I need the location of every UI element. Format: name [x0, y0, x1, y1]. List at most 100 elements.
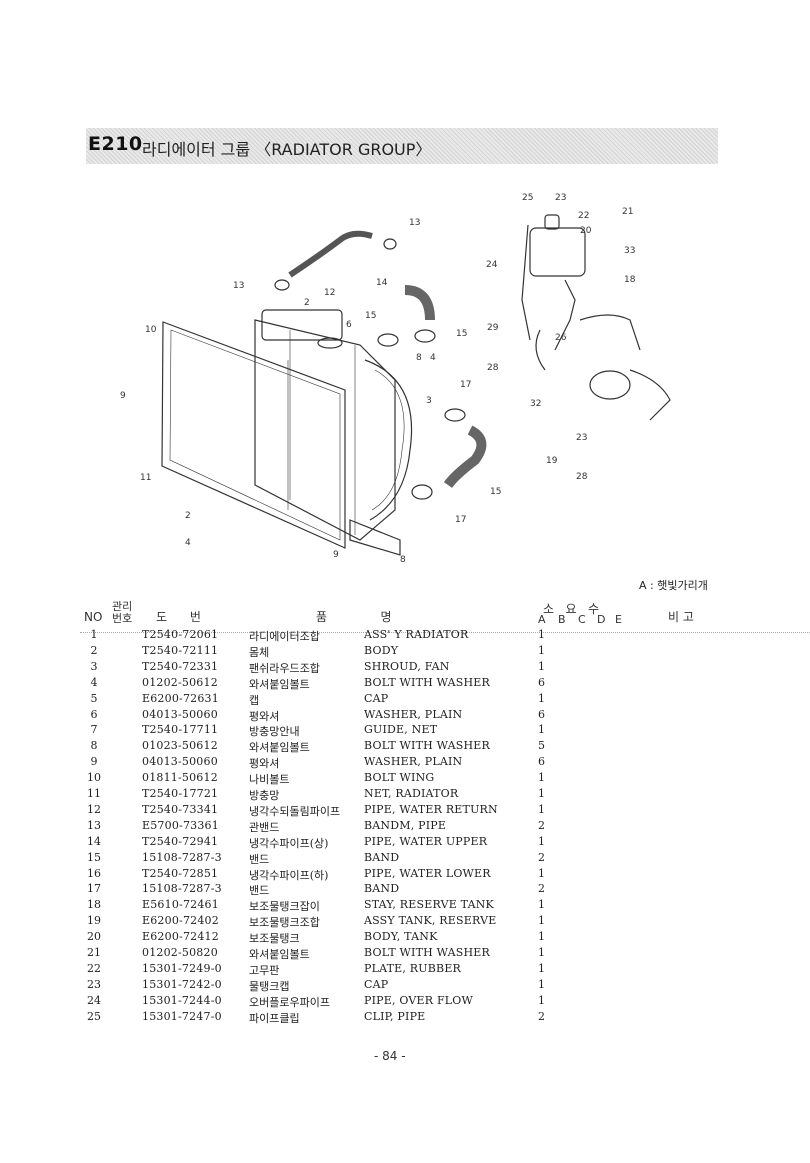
cell-en: WASHER, PLAIN: [364, 707, 463, 721]
cell-en: PIPE, OVER FLOW: [364, 993, 474, 1007]
svg-text:15: 15: [365, 311, 376, 321]
cell-part: 04013-50060: [142, 755, 218, 769]
cell-kr: 밴드: [249, 884, 270, 898]
cell-part: 04013-50060: [142, 707, 218, 721]
cell-qty: 1: [538, 628, 545, 641]
header-qty-d: D: [597, 613, 606, 626]
cell-kr: 방충망: [249, 789, 280, 802]
cell-qty: 6: [538, 707, 545, 721]
svg-text:13: 13: [233, 281, 244, 291]
svg-text:29: 29: [487, 323, 499, 333]
header-mgmt-line2: 번호: [112, 612, 133, 625]
cell-en: PIPE, WATER UPPER: [364, 834, 488, 848]
svg-text:4: 4: [430, 353, 436, 363]
cell-no: 7: [90, 723, 98, 737]
cell-kr: 평와셔: [249, 757, 280, 771]
cell-en: BOLT WING: [364, 771, 435, 785]
cell-qty: 1: [538, 898, 545, 912]
cell-no: 14: [87, 834, 101, 848]
svg-text:2: 2: [304, 298, 310, 308]
cell-qty: 1: [538, 977, 545, 991]
cell-no: 20: [87, 930, 101, 944]
svg-text:28: 28: [576, 472, 588, 482]
cell-qty: 1: [538, 659, 545, 673]
cell-part: T2540-72941: [142, 834, 219, 848]
cell-en: CAP: [364, 977, 389, 991]
cell-part: 15301-7242-0: [142, 977, 222, 991]
svg-text:23: 23: [555, 193, 566, 203]
cell-en: CAP: [364, 691, 389, 705]
cell-kr: 물탱크캡: [249, 979, 290, 993]
svg-text:17: 17: [460, 380, 471, 390]
cell-part: T2540-73341: [142, 802, 219, 816]
cell-part: T2540-72061: [142, 628, 219, 641]
svg-text:3: 3: [426, 396, 432, 406]
svg-text:23: 23: [576, 433, 587, 443]
cell-no: 4: [90, 675, 98, 689]
cell-kr: 몸체: [249, 645, 270, 659]
header-mgmt-line1: 관리: [112, 600, 133, 613]
cell-en: GUIDE, NET: [364, 723, 438, 737]
cell-kr: 파이프클립: [249, 1011, 300, 1025]
svg-text:32: 32: [530, 399, 541, 409]
section-code: E210: [88, 133, 143, 155]
cell-en: BOLT WITH WASHER: [364, 739, 490, 753]
cell-part: 01811-50612: [142, 771, 218, 785]
cell-kr: 와셔붙임볼트: [249, 741, 310, 755]
cell-qty: 2: [538, 1009, 545, 1023]
header-no: NO: [84, 610, 103, 624]
cell-no: 19: [87, 914, 101, 928]
svg-text:19: 19: [546, 456, 558, 466]
cell-qty: 5: [538, 739, 545, 753]
svg-text:21: 21: [622, 207, 633, 217]
cell-en: BOLT WITH WASHER: [364, 675, 490, 689]
cell-en: NET, RADIATOR: [364, 787, 459, 800]
cell-en: ASSY TANK, RESERVE: [364, 914, 497, 928]
svg-text:4: 4: [185, 538, 191, 548]
cell-no: 1: [90, 628, 98, 641]
cell-qty: 1: [538, 914, 545, 928]
cell-qty: 1: [538, 993, 545, 1007]
cell-no: 3: [90, 659, 98, 673]
cell-part: 15301-7244-0: [142, 993, 222, 1007]
cell-kr: 밴드: [249, 852, 270, 866]
svg-text:10: 10: [145, 325, 157, 335]
cell-en: STAY, RESERVE TANK: [364, 898, 494, 912]
header-divider: [80, 632, 810, 633]
header-qty-b: B: [558, 613, 566, 626]
cell-qty: 1: [538, 946, 545, 959]
cell-kr: 보조물탱크조합: [249, 916, 320, 930]
cell-no: 17: [87, 882, 101, 896]
cell-kr: 팬쉬라우드조합: [249, 661, 320, 675]
cell-part: E6200-72402: [142, 914, 219, 928]
cell-part: T2540-17721: [142, 787, 219, 800]
cell-en: BODY, TANK: [364, 930, 438, 944]
cell-no: 9: [90, 755, 98, 769]
cell-qty: 1: [538, 787, 545, 800]
cell-part: 01023-50612: [142, 739, 218, 753]
cell-no: 11: [87, 787, 101, 800]
cell-no: 5: [90, 691, 98, 705]
cell-qty: 2: [538, 850, 545, 864]
svg-text:25: 25: [522, 193, 533, 203]
section-title: 라디에이터 그룹 〈RADIATOR GROUP〉: [142, 140, 432, 159]
cell-en: BANDM, PIPE: [364, 818, 447, 832]
cell-no: 16: [87, 866, 101, 880]
cell-no: 2: [90, 643, 98, 657]
header-drawing: 도 번: [156, 610, 201, 624]
cell-qty: 1: [538, 723, 545, 737]
cell-part: 01202-50612: [142, 675, 218, 689]
cell-part: E6200-72631: [142, 691, 219, 705]
svg-text:20: 20: [580, 226, 592, 236]
cell-no: 12: [87, 802, 101, 816]
cell-no: 22: [87, 961, 101, 975]
